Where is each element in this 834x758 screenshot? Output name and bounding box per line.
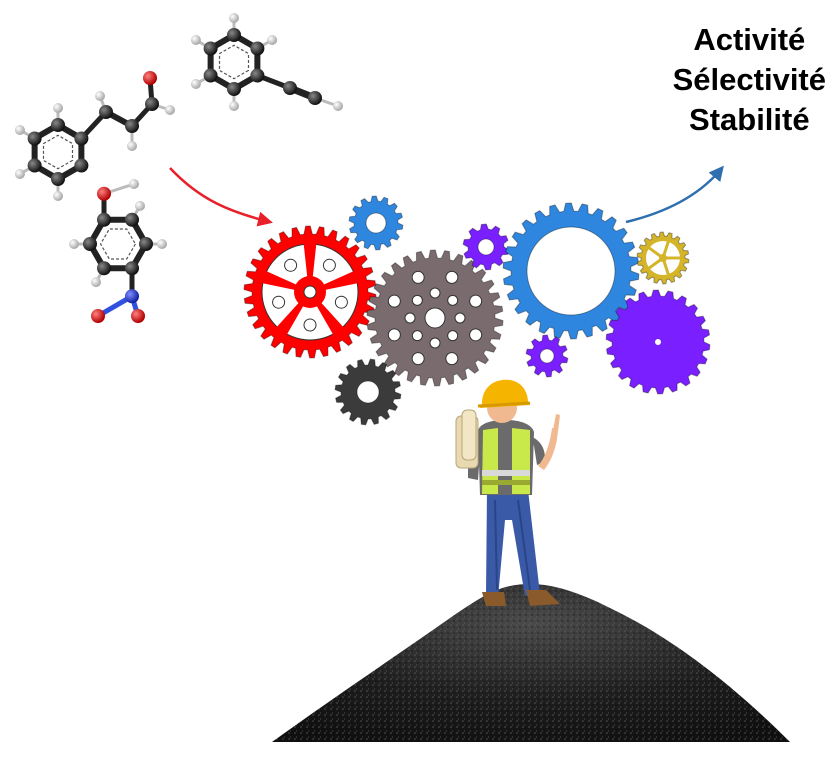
cinnamaldehyde-molecule	[14, 71, 175, 201]
red-gear	[243, 225, 377, 359]
reactant-molecules	[14, 13, 343, 323]
gray-gear	[366, 249, 504, 387]
dark-gear	[334, 358, 402, 426]
outcome-list: Activité Sélectivité Stabilité	[673, 20, 826, 140]
small-purple-gear	[462, 223, 510, 271]
catalyst-powder-pile	[272, 584, 790, 742]
nitrophenol-molecule	[69, 179, 167, 323]
outcome-selectivity: Sélectivité	[672, 62, 826, 97]
mini-purple-gear	[525, 334, 569, 378]
input-arrow	[169, 167, 273, 227]
small-blue-gear	[348, 195, 404, 251]
phenylacetylene-molecule	[190, 13, 343, 111]
outcome-activity: Activité	[693, 22, 806, 57]
large-purple-gear	[605, 289, 711, 395]
large-blue-gear	[502, 202, 640, 340]
engineer-figure	[455, 379, 560, 606]
outcome-stability: Stabilité	[689, 102, 810, 137]
gold-gear	[636, 231, 690, 285]
output-arrow	[625, 165, 724, 224]
gear-cluster	[243, 195, 711, 426]
